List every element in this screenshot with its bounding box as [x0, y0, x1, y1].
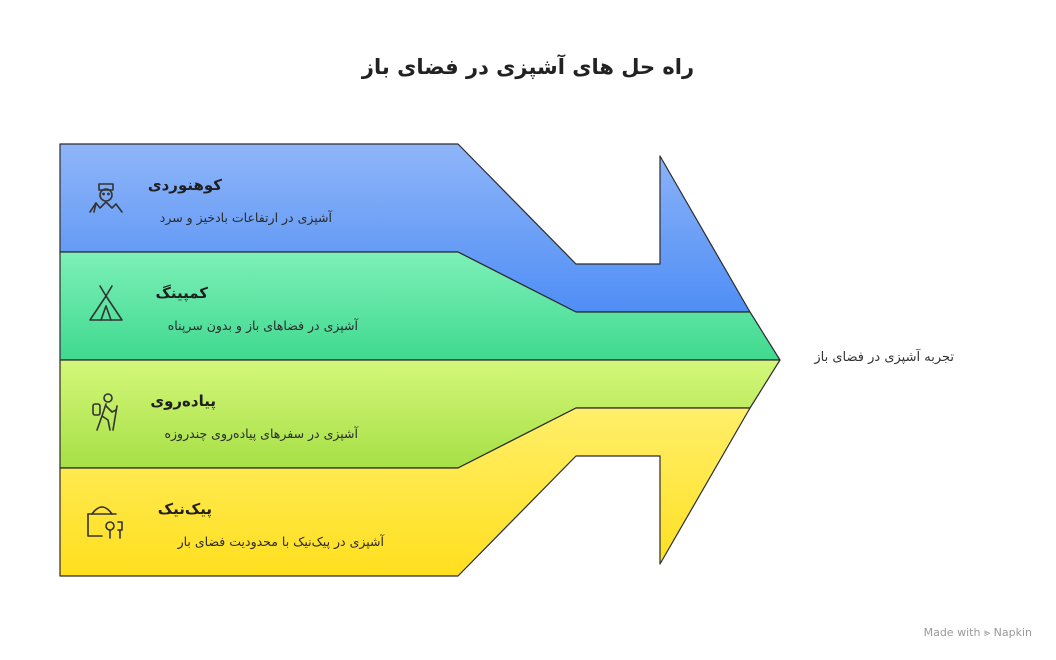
step-title-mountaineering: کوهنوردی [147, 176, 222, 194]
napkin-attribution: Made with ⪢ Napkin [924, 626, 1032, 640]
step-description-camping: آشپزی در فضاهای باز و بدون سرپناه [167, 318, 358, 333]
mountaineer-icon [89, 183, 123, 213]
outcome-label: تجربه آشپزی در فضای باز [814, 350, 954, 365]
step-description-hiking: آشپزی در سفرهای پیاده‌روی چندروزه [164, 426, 358, 441]
hiker-icon [92, 393, 118, 431]
napkin-logo-icon: ⪢ [983, 626, 991, 639]
step-description-mountaineering: آشپزی در ارتفاعات بادخیز و سرد [159, 210, 332, 225]
step-title-picnic: پیک‌نیک [157, 500, 212, 518]
step-description-picnic: آشپزی در پیک‌نیک با محدودیت فضای بار [177, 534, 384, 549]
step-title-camping: کمپینگ [155, 284, 208, 302]
diagram-title: راه حل های آشپزی در فضای باز [361, 55, 695, 79]
tent-icon [89, 285, 123, 321]
band-picnic [59, 407, 751, 577]
step-title-hiking: پیاده‌روی [150, 392, 216, 410]
made-with-label: Made with [923, 626, 981, 639]
picnic-icon [87, 506, 123, 539]
napkin-brand-label: Napkin [993, 626, 1032, 639]
